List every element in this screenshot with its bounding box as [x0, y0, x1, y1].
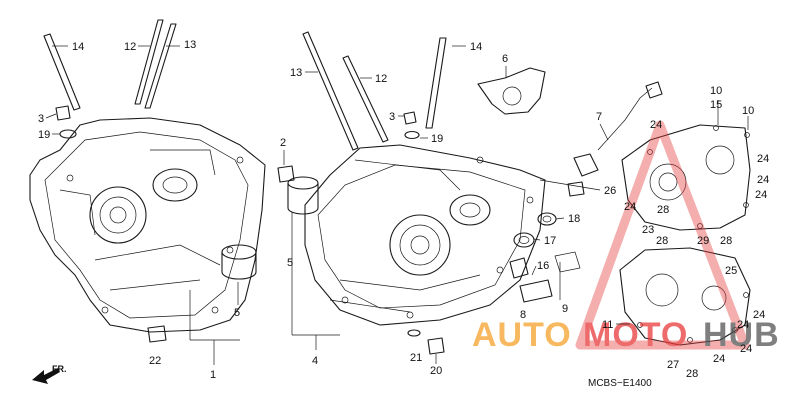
bracket-6	[477, 67, 546, 115]
callout-12-left: 12	[124, 41, 136, 53]
callout-3-left: 3	[38, 113, 44, 125]
front-label: FR.	[52, 364, 67, 374]
callout-22: 22	[149, 355, 161, 367]
watermark-triangle-icon	[575, 120, 750, 350]
callout-27: 27	[667, 359, 679, 371]
bolt-20	[427, 337, 445, 364]
callout-28-d: 28	[686, 368, 698, 380]
callout-24-e: 24	[624, 201, 636, 213]
callout-24-f: 24	[753, 309, 765, 321]
callout-13-right: 13	[290, 67, 302, 79]
callout-28-a: 28	[657, 204, 669, 216]
front-arrow-icon	[32, 368, 60, 384]
stud-bolts-left	[43, 19, 177, 111]
callout-24-c: 24	[757, 174, 769, 186]
callout-16: 16	[537, 260, 549, 272]
callout-23: 23	[642, 224, 654, 236]
callout-11: 11	[602, 319, 613, 331]
watermark-logo: AUTO MOTO HUB	[472, 120, 780, 354]
watermark-text-auto: AUTO	[472, 316, 572, 354]
callout-6: 6	[502, 53, 508, 65]
callout-28-c: 28	[720, 235, 732, 247]
callout-labels: 14 12 13 3 19 2 5 5 22 1 4 13 12 14 3 19…	[38, 39, 769, 381]
sensor-assembly	[509, 251, 581, 303]
stud-bolts-right	[302, 31, 447, 151]
callout-28-b: 28	[656, 235, 668, 247]
callout-13-left: 13	[184, 39, 196, 51]
diagram-code: MCBS−E1400	[588, 378, 652, 389]
callout-19-left: 19	[38, 129, 50, 141]
callout-8: 8	[520, 309, 526, 321]
callout-7: 7	[596, 111, 602, 123]
callout-24-b: 24	[757, 153, 769, 165]
callout-5-center: 5	[287, 257, 293, 269]
lower-cover	[619, 247, 751, 346]
washer-21	[407, 329, 421, 337]
washer-bolt-right	[403, 111, 420, 140]
callout-24-i: 24	[740, 343, 752, 355]
callout-9: 9	[562, 303, 568, 315]
callout-14-right: 14	[470, 41, 482, 53]
callout-26: 26	[604, 185, 616, 197]
sensor-switch-7	[573, 81, 663, 177]
bolt-26	[567, 181, 585, 197]
upper-cover	[621, 124, 751, 231]
bearing-left	[221, 244, 257, 280]
left-crankcase	[29, 117, 266, 333]
callout-15: 15	[710, 99, 722, 111]
leader-lines	[45, 45, 749, 365]
callout-1: 1	[210, 369, 216, 381]
callout-3-right: 3	[389, 111, 395, 123]
callout-12-right: 12	[375, 73, 387, 85]
callout-14-left: 14	[72, 41, 84, 53]
watermark-text-hub: HUB	[703, 316, 780, 354]
dowel-pin-22	[147, 325, 167, 343]
oil-seal-17	[513, 232, 535, 248]
callout-5-left: 5	[234, 307, 240, 319]
callout-19-right: 19	[431, 133, 443, 145]
callout-20: 20	[430, 365, 442, 377]
callout-21: 21	[410, 352, 422, 364]
callout-10-right: 10	[742, 105, 754, 117]
callout-17: 17	[544, 235, 556, 247]
callout-24-h: 24	[713, 353, 725, 365]
watermark-text-moto: MOTO	[583, 316, 688, 354]
callout-2: 2	[280, 137, 286, 149]
callout-10-left: 10	[710, 85, 722, 97]
callout-24-d: 24	[755, 189, 767, 201]
callout-29: 29	[697, 235, 709, 247]
bearing-center	[287, 176, 319, 215]
callout-4: 4	[312, 355, 318, 367]
callout-24-g: 24	[737, 319, 749, 331]
callout-18: 18	[568, 213, 580, 225]
callout-24-a: 24	[650, 119, 662, 131]
callout-25: 25	[725, 265, 737, 277]
dowel-pin-2	[277, 165, 295, 183]
right-crankcase	[304, 144, 546, 326]
